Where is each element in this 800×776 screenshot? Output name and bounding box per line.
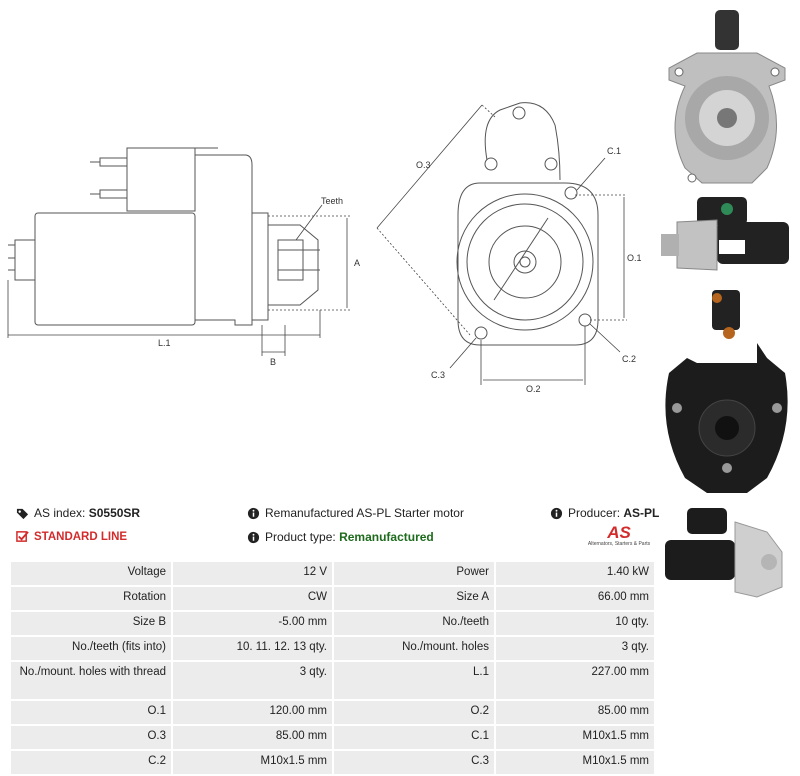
spec-value: CW (173, 587, 332, 610)
spec-label: O.1 (11, 701, 171, 724)
spec-label: C.1 (334, 726, 494, 749)
spec-label: C.2 (11, 751, 171, 774)
spec-label: Size B (11, 612, 171, 635)
checkbox-checked-icon (16, 531, 29, 542)
producer-value: AS-PL (623, 506, 660, 520)
product-photo-angle (665, 508, 783, 598)
label-o3: O.3 (416, 160, 431, 170)
spec-value: 3 qty. (173, 662, 332, 699)
info-icon (247, 507, 260, 519)
product-photo-side (661, 197, 789, 271)
as-index-value: S0550SR (88, 506, 141, 520)
product-type: Product type: Remanufactured (247, 530, 434, 544)
as-index: AS index: S0550SR (16, 506, 140, 520)
producer: Producer: AS-PL (550, 506, 659, 520)
label-c3: C.3 (431, 370, 445, 380)
spec-label: No./mount. holes (334, 637, 494, 660)
spec-label: Size A (334, 587, 494, 610)
table-row: No./teeth (fits into)10. 11. 12. 13 qty.… (11, 637, 654, 660)
spec-label: C.3 (334, 751, 494, 774)
spec-value: 3 qty. (496, 637, 654, 660)
standard-line: STANDARD LINE (16, 530, 127, 543)
spec-label: Rotation (11, 587, 171, 610)
producer-logo: AS Alternators, Starters & Parts (587, 523, 651, 547)
info-icon (247, 531, 260, 543)
side-view-drawing (8, 147, 320, 326)
label-teeth: Teeth (321, 196, 343, 206)
spec-label: No./teeth (334, 612, 494, 635)
product-photo-rear (665, 290, 788, 493)
front-view-drawing (456, 102, 599, 346)
spec-label: Voltage (11, 562, 171, 585)
spec-value: M10x1.5 mm (173, 751, 332, 774)
spec-value: 1.40 kW (496, 562, 654, 585)
spec-value: 10. 11. 12. 13 qty. (173, 637, 332, 660)
tag-icon (16, 508, 29, 519)
spec-label: No./teeth (fits into) (11, 637, 171, 660)
spec-label: O.2 (334, 701, 494, 724)
info-icon (550, 507, 563, 519)
spec-value: 10 qty. (496, 612, 654, 635)
spec-value: 227.00 mm (496, 662, 654, 699)
description: Remanufactured AS-PL Starter motor (247, 506, 464, 520)
spec-label: L.1 (334, 662, 494, 699)
product-info: AS index: S0550SR STANDARD LINE Remanufa… (14, 503, 659, 553)
spec-value: -5.00 mm (173, 612, 332, 635)
spec-value: 85.00 mm (173, 726, 332, 749)
product-photo-front (668, 10, 786, 184)
spec-value: 66.00 mm (496, 587, 654, 610)
label-c1: C.1 (607, 146, 621, 156)
label-o1: O.1 (627, 253, 642, 263)
spec-value: M10x1.5 mm (496, 751, 654, 774)
spec-label: O.3 (11, 726, 171, 749)
product-type-value: Remanufactured (339, 530, 434, 544)
spec-value: 120.00 mm (173, 701, 332, 724)
spec-label: Power (334, 562, 494, 585)
spec-value: 85.00 mm (496, 701, 654, 724)
spec-value: M10x1.5 mm (496, 726, 654, 749)
label-b: B (270, 357, 276, 367)
spec-label: No./mount. holes with thread (11, 662, 171, 699)
spec-value: 12 V (173, 562, 332, 585)
technical-drawing: Teeth A B L.1 O.1 O.2 O.3 C.1 C.2 C.3 (7, 102, 642, 394)
label-c2: C.2 (622, 354, 636, 364)
label-a: A (354, 258, 360, 268)
label-l1: L.1 (158, 338, 171, 348)
label-o2: O.2 (526, 384, 541, 394)
